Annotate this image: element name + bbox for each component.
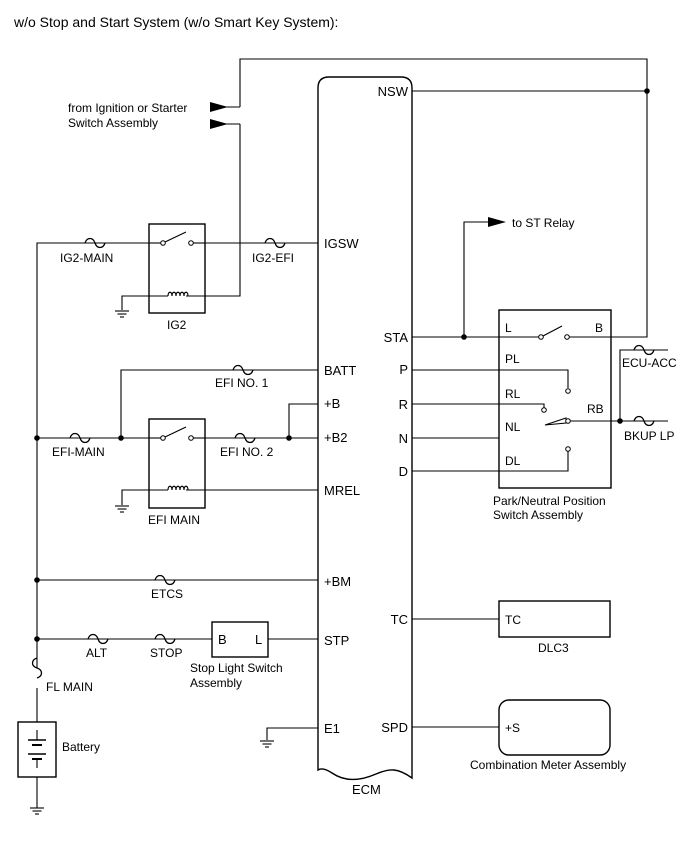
park-neutral-switch-label-line2: Switch Assembly: [493, 508, 583, 522]
rb-wire: [611, 349, 668, 424]
fuse-stop-label: STOP: [150, 646, 182, 660]
combination-meter: [498, 699, 611, 756]
diagram-title: w/o Stop and Start System (w/o Smart Key…: [13, 14, 338, 30]
stop-light-switch-label-line2: Assembly: [190, 676, 242, 690]
ecm-pin-plus-b2: +B2: [324, 430, 348, 445]
battery-ground-icon: [29, 807, 45, 815]
efi-main-relay-label: EFI MAIN: [148, 513, 200, 527]
ecm-pin-batt: BATT: [324, 363, 356, 378]
ig2-relay: [148, 223, 206, 314]
ecm-pin-mrel: MREL: [324, 483, 360, 498]
ecm-pin-d: D: [399, 464, 408, 479]
fuse-efi-no1-label: EFI NO. 1: [215, 376, 269, 390]
ecm-pin-tc: TC: [391, 612, 408, 627]
ecm-pin-igsw: IGSW: [324, 236, 359, 251]
fuse-fl-main-label: FL MAIN: [46, 680, 93, 694]
pnp-pin-pl: PL: [505, 352, 520, 366]
battery-label: Battery: [62, 740, 100, 754]
ig2-relay-switch-icon: [149, 231, 205, 246]
fuse-efi-main-label: EFI-MAIN: [52, 445, 105, 459]
ecm-label: ECM: [352, 782, 381, 797]
pnp-pin-nl: NL: [505, 420, 521, 434]
dlc3-connector: [498, 600, 611, 638]
pnp-pin-rb: RB: [587, 402, 604, 416]
plus-b-wire: [286, 403, 318, 441]
efi-main-ground-icon: [114, 505, 130, 513]
efi-main-relay: [148, 418, 206, 509]
pnp-pin-l: L: [505, 321, 512, 335]
fuse-efi-no2-label: EFI NO. 2: [220, 445, 274, 459]
pnp-pin-dl: DL: [505, 454, 521, 468]
efi-main-relay-coil-icon: [149, 485, 318, 491]
ecm-body: [317, 76, 413, 781]
ecm-pin-p: P: [399, 362, 408, 377]
fuse-etcs-label: ETCS: [151, 587, 183, 601]
signal-source-label-line1: from Ignition or Starter: [68, 101, 187, 115]
ecm-pin-plus-bm: +BM: [324, 574, 351, 589]
ecm-pin-stp: STP: [324, 633, 349, 648]
park-neutral-switch: [498, 309, 612, 489]
combination-meter-label: Combination Meter Assembly: [470, 758, 626, 772]
ecm-pin-n: N: [399, 431, 408, 446]
ecm-pin-nsw: NSW: [378, 84, 409, 99]
ecm-pin-plus-b: +B: [324, 396, 340, 411]
stop-light-switch: [211, 621, 269, 658]
fuse-bkup-lp-label: BKUP LP: [624, 429, 674, 443]
ecm-pin-r: R: [399, 397, 408, 412]
e1-ground-icon: [259, 740, 275, 748]
park-neutral-switch-label-line1: Park/Neutral Position: [493, 494, 606, 508]
signal-source-wires: [205, 58, 650, 338]
combination-meter-pin-s: +S: [505, 721, 520, 735]
stop-light-switch-pin-b: B: [218, 632, 227, 647]
stop-light-switch-pin-l: L: [255, 632, 262, 647]
ecm-pin-sta: STA: [384, 330, 409, 345]
ecm-pin-e1: E1: [324, 721, 340, 736]
efi-main-relay-switch-icon: [149, 426, 205, 441]
ig2-relay-coil-icon: [149, 291, 205, 297]
pnp-switch-contacts-icon: [412, 325, 611, 472]
fuse-ecu-acc-label: ECU-ACC: [622, 356, 677, 370]
dlc3-pin-tc: TC: [505, 613, 521, 627]
fuse-ig2-efi-label: IG2-EFI: [252, 251, 294, 265]
signal-source-label-line2: Switch Assembly: [68, 116, 158, 130]
to-st-relay-label: to ST Relay: [512, 216, 574, 230]
sta-wire: [412, 217, 506, 340]
ecm-pin-spd: SPD: [381, 720, 408, 735]
dlc3-label: DLC3: [538, 641, 569, 655]
pnp-pin-rl: RL: [505, 387, 521, 401]
stop-light-switch-label-line1: Stop Light Switch: [190, 661, 283, 675]
ig2-ground-icon: [114, 310, 130, 318]
fuse-ig2-main-label: IG2-MAIN: [60, 251, 113, 265]
main-bus: [34, 242, 149, 808]
pnp-pin-b: B: [595, 321, 603, 335]
ig2-relay-label: IG2: [167, 318, 187, 332]
battery-icon: [17, 721, 57, 778]
fuse-alt-label: ALT: [86, 646, 108, 660]
